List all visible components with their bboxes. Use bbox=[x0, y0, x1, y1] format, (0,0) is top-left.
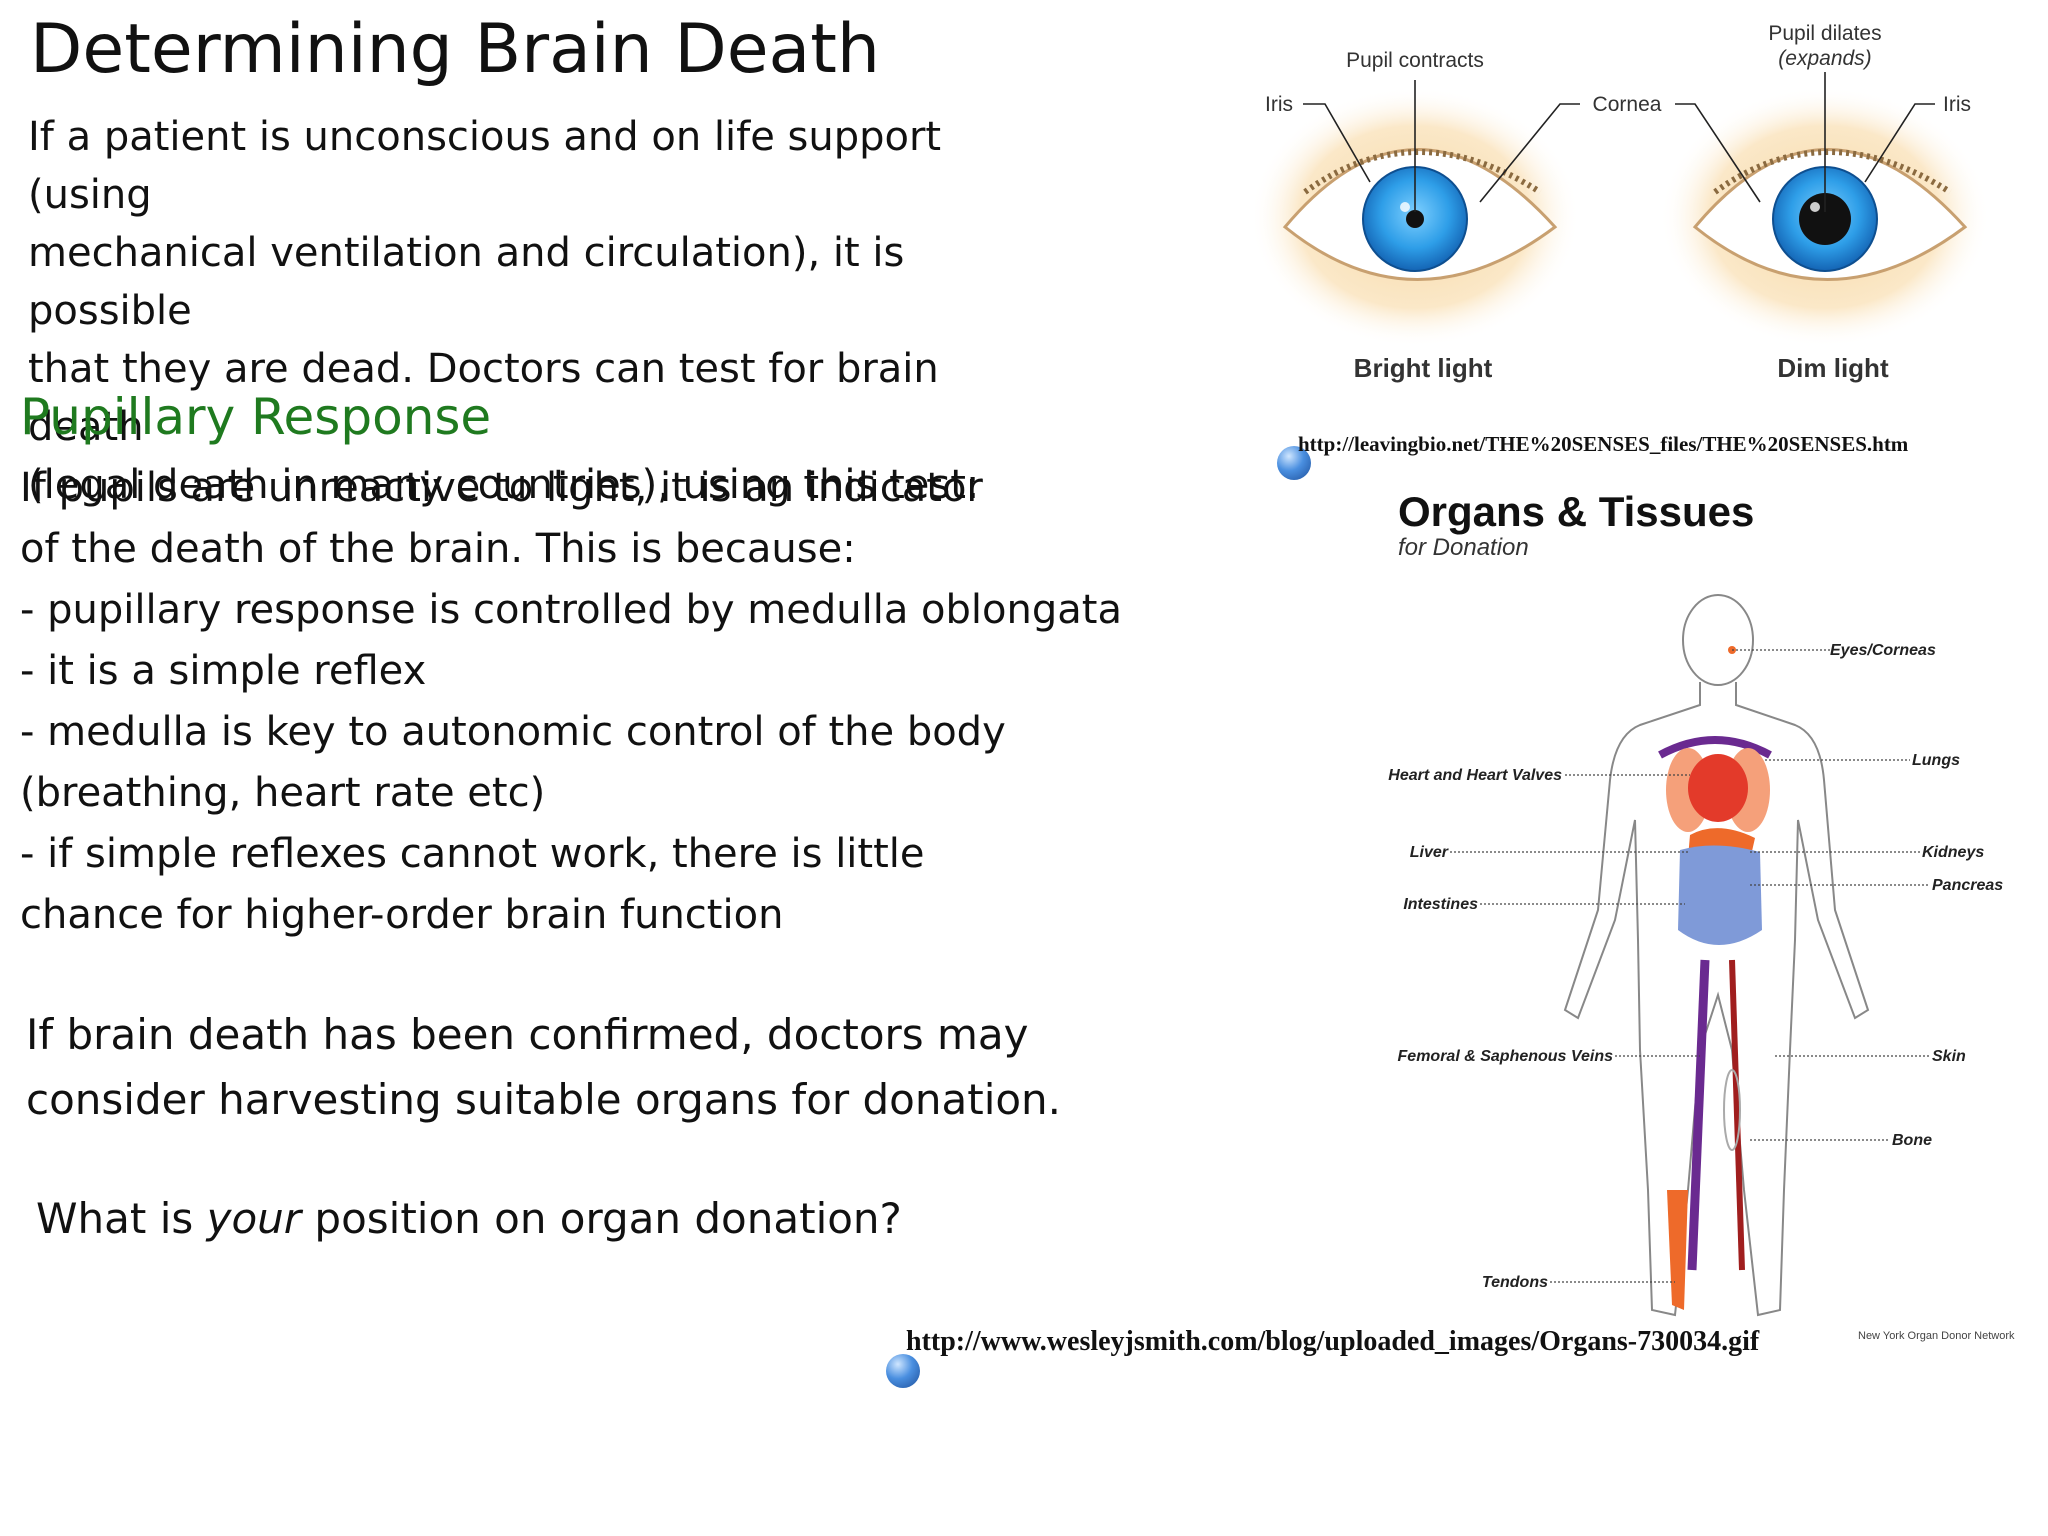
label-tendons: Tendons bbox=[1482, 1274, 1548, 1291]
label-eyes-corneas: Eyes/Corneas bbox=[1830, 642, 1936, 659]
body-line: - if simple reflexes cannot work, there … bbox=[20, 831, 925, 877]
label-pupil-dilates: Pupil dilates bbox=[1768, 22, 1881, 45]
question-text: What is your position on organ donation? bbox=[36, 1194, 902, 1243]
intro-line: (legal death in many countries), using t… bbox=[28, 462, 980, 508]
intro-paragraph: If a patient is unconscious and on life … bbox=[28, 108, 1028, 514]
label-pancreas: Pancreas bbox=[1932, 877, 2003, 894]
body-line: (breathing, heart rate etc) bbox=[20, 770, 546, 816]
organ-diagram-subtitle: for Donation bbox=[1398, 534, 1529, 561]
label-iris-right: Iris bbox=[1943, 93, 1971, 116]
label-bright-light: Bright light bbox=[1354, 353, 1493, 383]
label-heart: Heart and Heart Valves bbox=[1388, 767, 1562, 784]
label-bone: Bone bbox=[1892, 1132, 1932, 1149]
body-line: - pupillary response is controlled by me… bbox=[20, 587, 1122, 633]
globe-icon bbox=[1277, 446, 1311, 480]
eye-source-link[interactable]: http://leavingbio.net/THE%20SENSES_files… bbox=[1298, 432, 1909, 456]
outro-paragraph: If brain death has been confirmed, docto… bbox=[26, 1002, 1061, 1132]
globe-icon bbox=[886, 1354, 920, 1388]
organ-diagram-svg: Organs & Tissues for Donation bbox=[1388, 488, 2003, 1317]
pupil-diagram: Iris Pupil contracts Cornea Pupil dilate… bbox=[1250, 12, 1995, 392]
question-emphasis: your bbox=[206, 1194, 302, 1243]
label-kidneys: Kidneys bbox=[1922, 844, 1984, 861]
intro-line: mechanical ventilation and circulation),… bbox=[28, 230, 905, 334]
organ-credit: New York Organ Donor Network bbox=[1858, 1330, 2015, 1342]
outro-line: consider harvesting suitable organs for … bbox=[26, 1075, 1062, 1124]
organ-diagram-title: Organs & Tissues bbox=[1398, 490, 1754, 535]
outro-line: If brain death has been confirmed, docto… bbox=[26, 1010, 1029, 1059]
label-skin: Skin bbox=[1932, 1048, 1966, 1065]
label-iris-left: Iris bbox=[1265, 93, 1293, 116]
intro-line: that they are dead. Doctors can test for… bbox=[28, 346, 939, 450]
label-liver: Liver bbox=[1410, 844, 1449, 861]
body-text: If pupils are unreactive to light, it is… bbox=[20, 458, 1170, 946]
label-expands: (expands) bbox=[1778, 47, 1871, 70]
label-cornea: Cornea bbox=[1593, 93, 1662, 116]
body-figure bbox=[1563, 594, 1870, 1317]
question-before: What is bbox=[36, 1194, 207, 1243]
label-dim-light: Dim light bbox=[1777, 353, 1889, 383]
label-pupil-contracts: Pupil contracts bbox=[1346, 49, 1484, 72]
body-line: - medulla is key to autonomic control of… bbox=[20, 709, 1006, 755]
organ-donation-diagram: Organs & Tissues for Donation bbox=[1370, 488, 2020, 1340]
body-line: of the death of the brain. This is becau… bbox=[20, 526, 856, 572]
label-lungs: Lungs bbox=[1912, 752, 1960, 769]
bright-light-eye bbox=[1250, 87, 1580, 347]
label-intestines: Intestines bbox=[1403, 896, 1478, 913]
dim-light-eye bbox=[1660, 87, 1990, 347]
body-line: - it is a simple reflex bbox=[20, 648, 427, 694]
organs-layer bbox=[1658, 646, 1772, 1310]
slide-title: Determining Brain Death bbox=[30, 10, 880, 89]
organ-source-link[interactable]: http://www.wesleyjsmith.com/blog/uploade… bbox=[906, 1326, 1760, 1357]
body-line: If pupils are unreactive to light, it is… bbox=[20, 465, 983, 511]
intro-line: If a patient is unconscious and on life … bbox=[28, 114, 942, 218]
section-heading: Pupillary Response bbox=[20, 388, 492, 446]
body-line: chance for higher-order brain function bbox=[20, 892, 784, 938]
label-femoral-veins: Femoral & Saphenous Veins bbox=[1398, 1048, 1614, 1065]
pupil-diagram-svg: Iris Pupil contracts Cornea Pupil dilate… bbox=[1250, 22, 1990, 383]
question-after: position on organ donation? bbox=[301, 1194, 902, 1243]
